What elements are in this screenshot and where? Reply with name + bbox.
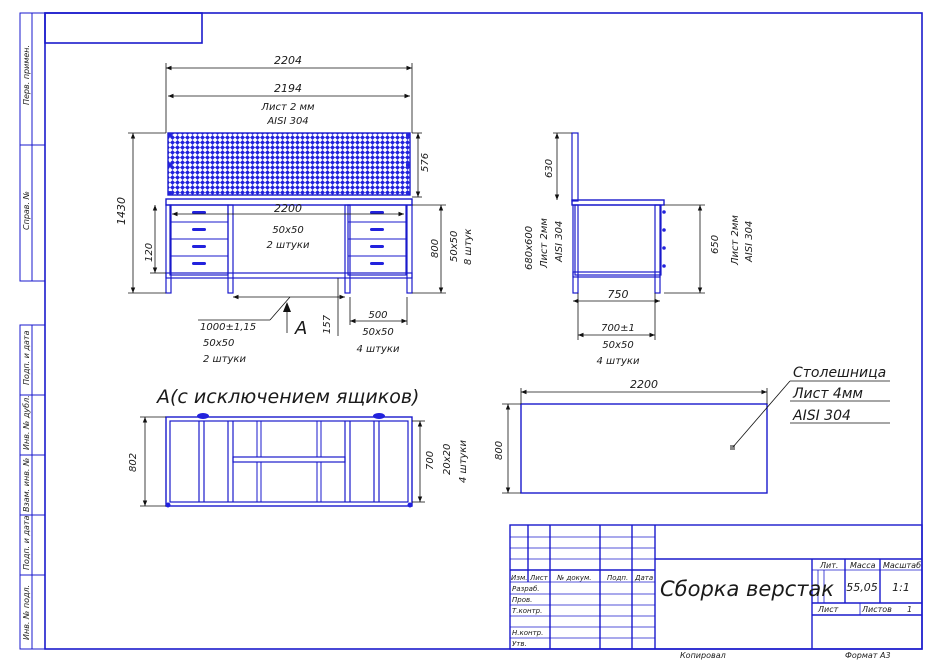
tb-scale-label: Масштаб (883, 561, 921, 570)
dim-tube-1: 50x50 (272, 225, 303, 236)
dim-leg-span: 500 (368, 310, 387, 321)
dim-beam-tube: 50x50 (203, 338, 234, 349)
tabletop-label-2: Лист 4мм (792, 386, 863, 402)
dim-total-width: 2204 (274, 54, 302, 67)
tb-title: Сборка верстак (660, 577, 834, 601)
view-a-dim-tube: 20x20 (442, 444, 453, 475)
tb-header-2: № докум. (556, 574, 592, 582)
side-dim-right-mat-1: Лист 2мм (730, 215, 741, 266)
tabletop-label-1: Столешница (793, 365, 886, 381)
dim-leg-qty: 4 штуки (357, 344, 400, 355)
tb-role-4: Утв. (512, 640, 527, 648)
footer-copied: Копировал (680, 651, 726, 660)
dim-tube-qty-1: 2 штуки (267, 240, 310, 251)
view-arrow-label: A (294, 318, 307, 339)
dim-leg-tube: 50x50 (362, 327, 393, 338)
tb-scale: 1:1 (892, 581, 910, 594)
dim-inner-width: 2200 (274, 202, 302, 215)
tabletop-width: 2200 (630, 378, 658, 391)
tb-header-4: Дата (634, 574, 653, 582)
tb-role-1: Пров. (512, 596, 532, 604)
side-dim-sheet-size: 680x600 (524, 226, 535, 270)
stamp-cell-3: Инв. № дубл. (22, 395, 31, 450)
side-dim-leg-span: 700±1 (601, 323, 635, 334)
tb-header-1: Лист (529, 574, 549, 582)
side-dim-depth: 750 (608, 288, 629, 301)
dim-table-height: 800 (430, 239, 441, 258)
dim-tube-2: 50x50 (449, 231, 460, 262)
tb-role-3: Н.контр. (512, 629, 543, 637)
tb-role-0: Разраб. (512, 585, 540, 593)
side-dim-leg-qty: 4 штуки (597, 356, 640, 367)
tb-header-0: Изм. (511, 574, 527, 582)
side-dim-sheet-mat-2: AISI 304 (554, 221, 565, 263)
stamp-cell-4: Взам. инв. № (22, 458, 31, 512)
side-view: 630 680x600 Лист 2мм AISI 304 650 Лист 2… (524, 132, 755, 367)
tb-mass-label: Масса (850, 561, 876, 570)
tb-lit-label: Лит. (819, 561, 838, 570)
tabletop-label-3: AISI 304 (792, 408, 851, 424)
side-stamp: Перв. примен. Справ. № Подп. и дата Инв.… (19, 12, 46, 650)
dim-panel-height: 576 (420, 153, 431, 172)
stamp-cell-6: Инв. № подл. (22, 585, 31, 640)
footer-format: А3 (879, 651, 891, 660)
title-block: Изм. Лист № докум. Подп. Дата Разраб. Пр… (509, 524, 923, 650)
front-view: 2204 2194 Лист 2 мм AISI 304 576 1430 22… (115, 54, 474, 365)
side-dim-leg-tube: 50x50 (602, 340, 633, 351)
dim-panel-material-2: AISI 304 (266, 116, 308, 127)
stamp-cell-1: Справ. № (22, 191, 31, 230)
tabletop-view: 2200 800 Столешница Лист 4мм AISI 304 (494, 365, 890, 494)
side-dim-right-mat-2: AISI 304 (744, 221, 755, 263)
dim-beam-height: 157 (322, 314, 333, 334)
dim-panel-width: 2194 (274, 82, 302, 95)
view-a-dim-tube-qty: 4 штуки (458, 440, 469, 483)
tb-sheets-label: Листов (861, 605, 892, 614)
view-a-title: A(с исключением ящиков) (155, 386, 419, 408)
stamp-cell-2: Подп. и дата (22, 330, 31, 385)
stamp-cell-5: Подп. и дата (22, 515, 31, 570)
view-a-dim-inner: 700 (425, 451, 436, 470)
dim-drawer-height: 120 (144, 243, 155, 262)
tb-role-2: Т.контр. (512, 607, 542, 615)
dim-tube-qty-2: 8 штук (463, 229, 474, 265)
tb-sheets-count: 1 (907, 605, 912, 614)
dim-panel-material-1: Лист 2 мм (260, 102, 315, 113)
tb-sheet-label: Лист (817, 605, 839, 614)
sheet-frame (44, 12, 923, 650)
footer-format-label: Формат (845, 651, 878, 660)
view-a-dim-depth: 802 (128, 453, 139, 472)
tb-mass: 55,05 (846, 581, 878, 594)
stamp-cell-0: Перв. примен. (22, 45, 31, 105)
side-dim-panel-h: 630 (544, 159, 555, 178)
tabletop-depth: 800 (494, 441, 505, 460)
dim-beam-length: 1000±1,15 (200, 322, 256, 333)
perforated-panel (167, 132, 411, 196)
tb-header-3: Подп. (607, 574, 628, 582)
dim-beam-qty: 2 штуки (203, 354, 246, 365)
view-a: A(с исключением ящиков) 802 700 20x20 4 … (128, 386, 469, 508)
footer: Копировал Формат А3 (680, 651, 891, 660)
side-dim-sheet-mat-1: Лист 2мм (539, 218, 550, 269)
dim-total-height: 1430 (115, 197, 128, 225)
side-dim-height-650: 650 (710, 235, 721, 254)
